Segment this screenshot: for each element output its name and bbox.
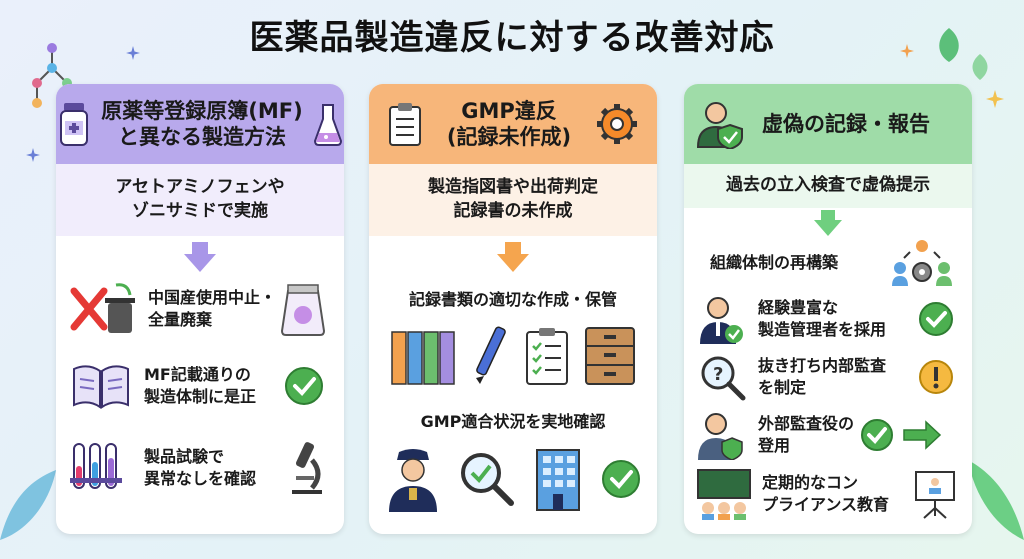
column-title-line: (記録未作成) (446, 125, 572, 149)
column-title-line: 原薬等登録原簿(MF) (101, 98, 303, 123)
leaf-icon (939, 28, 959, 62)
sparkle-icon (986, 90, 1004, 108)
list-item: MF記載通りの 製造体制に是正 (56, 358, 344, 414)
column-title-line: GMP違反 (461, 98, 557, 123)
item-text: GMP適合状況を実地確認 (420, 412, 606, 431)
pen-icon (476, 326, 506, 384)
clipboard-icon (388, 103, 421, 146)
presentation-icon (915, 471, 955, 519)
item-text: 製造管理者を採用 (758, 320, 887, 339)
column-subtitle: アセトアミノフェンや ゾニサミドで実施 (56, 164, 344, 236)
check-icon (919, 302, 953, 336)
column-subtitle: 製造指図書や出荷判定 記録書の未作成 (369, 164, 657, 236)
arrow-down-icon (684, 208, 972, 236)
auditor-shield-icon (698, 413, 743, 460)
subtitle-line: 記録書の未作成 (453, 201, 573, 221)
gear-icon (597, 104, 638, 144)
leaf-icon (0, 470, 56, 540)
subtitle-line: 過去の立入検査で虚偽提示 (726, 175, 930, 196)
classroom-icon (697, 469, 751, 520)
test-tubes-icon (70, 443, 122, 489)
building-icon (536, 449, 580, 511)
list-item: 外部監査役の 登用 (684, 406, 972, 464)
column-gmp-violation: GMP違反 (記録未作成) 製造指図書や出荷判定 記録書の未作成 記録書類の適切… (369, 84, 657, 534)
item-text: 抜き打ち内部監査 (758, 356, 887, 376)
cancel-trash-icon (70, 283, 135, 333)
magnifier-question-icon: ? (701, 356, 746, 401)
medicine-bottle-icon (60, 103, 89, 146)
manager-icon (700, 297, 743, 344)
list-item: 組織体制の再構築 (684, 236, 972, 290)
file-cabinet-icon (585, 327, 635, 385)
inspector-icon (389, 449, 437, 512)
binders-icon (391, 331, 455, 385)
leaf-icon (972, 54, 988, 80)
arrow-down-icon (56, 236, 344, 272)
item-text: を制定 (758, 378, 807, 397)
svg-text:?: ? (713, 364, 723, 385)
alert-icon (919, 360, 953, 394)
list-item: 定期的なコン プライアンス教育 (684, 464, 972, 524)
item-text: 経験豊富な (758, 298, 839, 318)
subtitle-line: 製造指図書や出荷判定 (428, 177, 598, 198)
team-gear-icon (892, 240, 952, 286)
list-item: ? 抜き打ち内部監査 を制定 (684, 348, 972, 406)
sparkle-icon (126, 46, 140, 60)
inspection-icons (369, 446, 657, 512)
item-text: 外部監査役の (758, 414, 855, 434)
item-text: 記録書類の適切な作成・保管 (408, 290, 617, 309)
item-text: 定期的なコン (762, 473, 859, 493)
column-header: GMP違反 (記録未作成) (369, 84, 657, 164)
leaf-icon (968, 460, 1024, 540)
item-text: 組織体制の再構築 (710, 253, 839, 273)
checklist-icon (526, 328, 568, 385)
list-item: 中国産使用中止・ 全量廃棄 (56, 278, 344, 340)
item-text: 全量廃棄 (148, 310, 213, 329)
list-item: 経験豊富な 製造管理者を採用 (684, 290, 972, 348)
item-text: 異常なしを確認 (144, 469, 257, 488)
column-header: 原薬等登録原簿(MF) と異なる製造方法 (56, 84, 344, 164)
flask-icon (313, 104, 342, 146)
magnifier-check-icon (461, 453, 514, 506)
microscope-icon (292, 442, 322, 494)
column-mf-violation: 原薬等登録原簿(MF) と異なる製造方法 アセトアミノフェンや ゾニサミドで実施… (56, 84, 344, 534)
page-title: 医薬品製造違反に対する改善対応 (249, 18, 775, 58)
column-title-line: と異なる製造方法 (118, 125, 286, 149)
open-book-icon (73, 365, 129, 409)
sparkle-icon (900, 44, 914, 58)
column-title-line: 虚偽の記録・報告 (762, 111, 930, 136)
arrow-right-icon (903, 420, 942, 450)
list-item: 製品試験で 異常なしを確認 (56, 436, 344, 500)
subtitle-line: ゾニサミドで実施 (132, 201, 268, 221)
item-text: プライアンス教育 (762, 495, 890, 514)
user-shield-icon (696, 102, 743, 149)
sparkle-icon (26, 148, 40, 162)
item-text: 製造体制に是正 (144, 387, 257, 406)
column-subtitle: 過去の立入検査で虚偽提示 (684, 164, 972, 208)
document-icons (369, 324, 657, 388)
check-icon (285, 367, 323, 405)
check-icon (861, 419, 893, 451)
column-header: 虚偽の記録・報告 (684, 84, 972, 164)
item-text: 中国産使用中止・ (148, 288, 277, 308)
item-text: MF記載通りの (144, 365, 251, 385)
arrow-down-icon (369, 236, 657, 272)
item-text: 製品試験で (144, 447, 225, 467)
column-false-records: 虚偽の記録・報告 過去の立入検査で虚偽提示 組織体制の再構築 (684, 84, 972, 534)
check-icon (602, 460, 640, 498)
powder-bag-icon (280, 284, 326, 336)
item-text: 登用 (758, 436, 791, 455)
subtitle-line: アセトアミノフェンや (115, 177, 285, 198)
